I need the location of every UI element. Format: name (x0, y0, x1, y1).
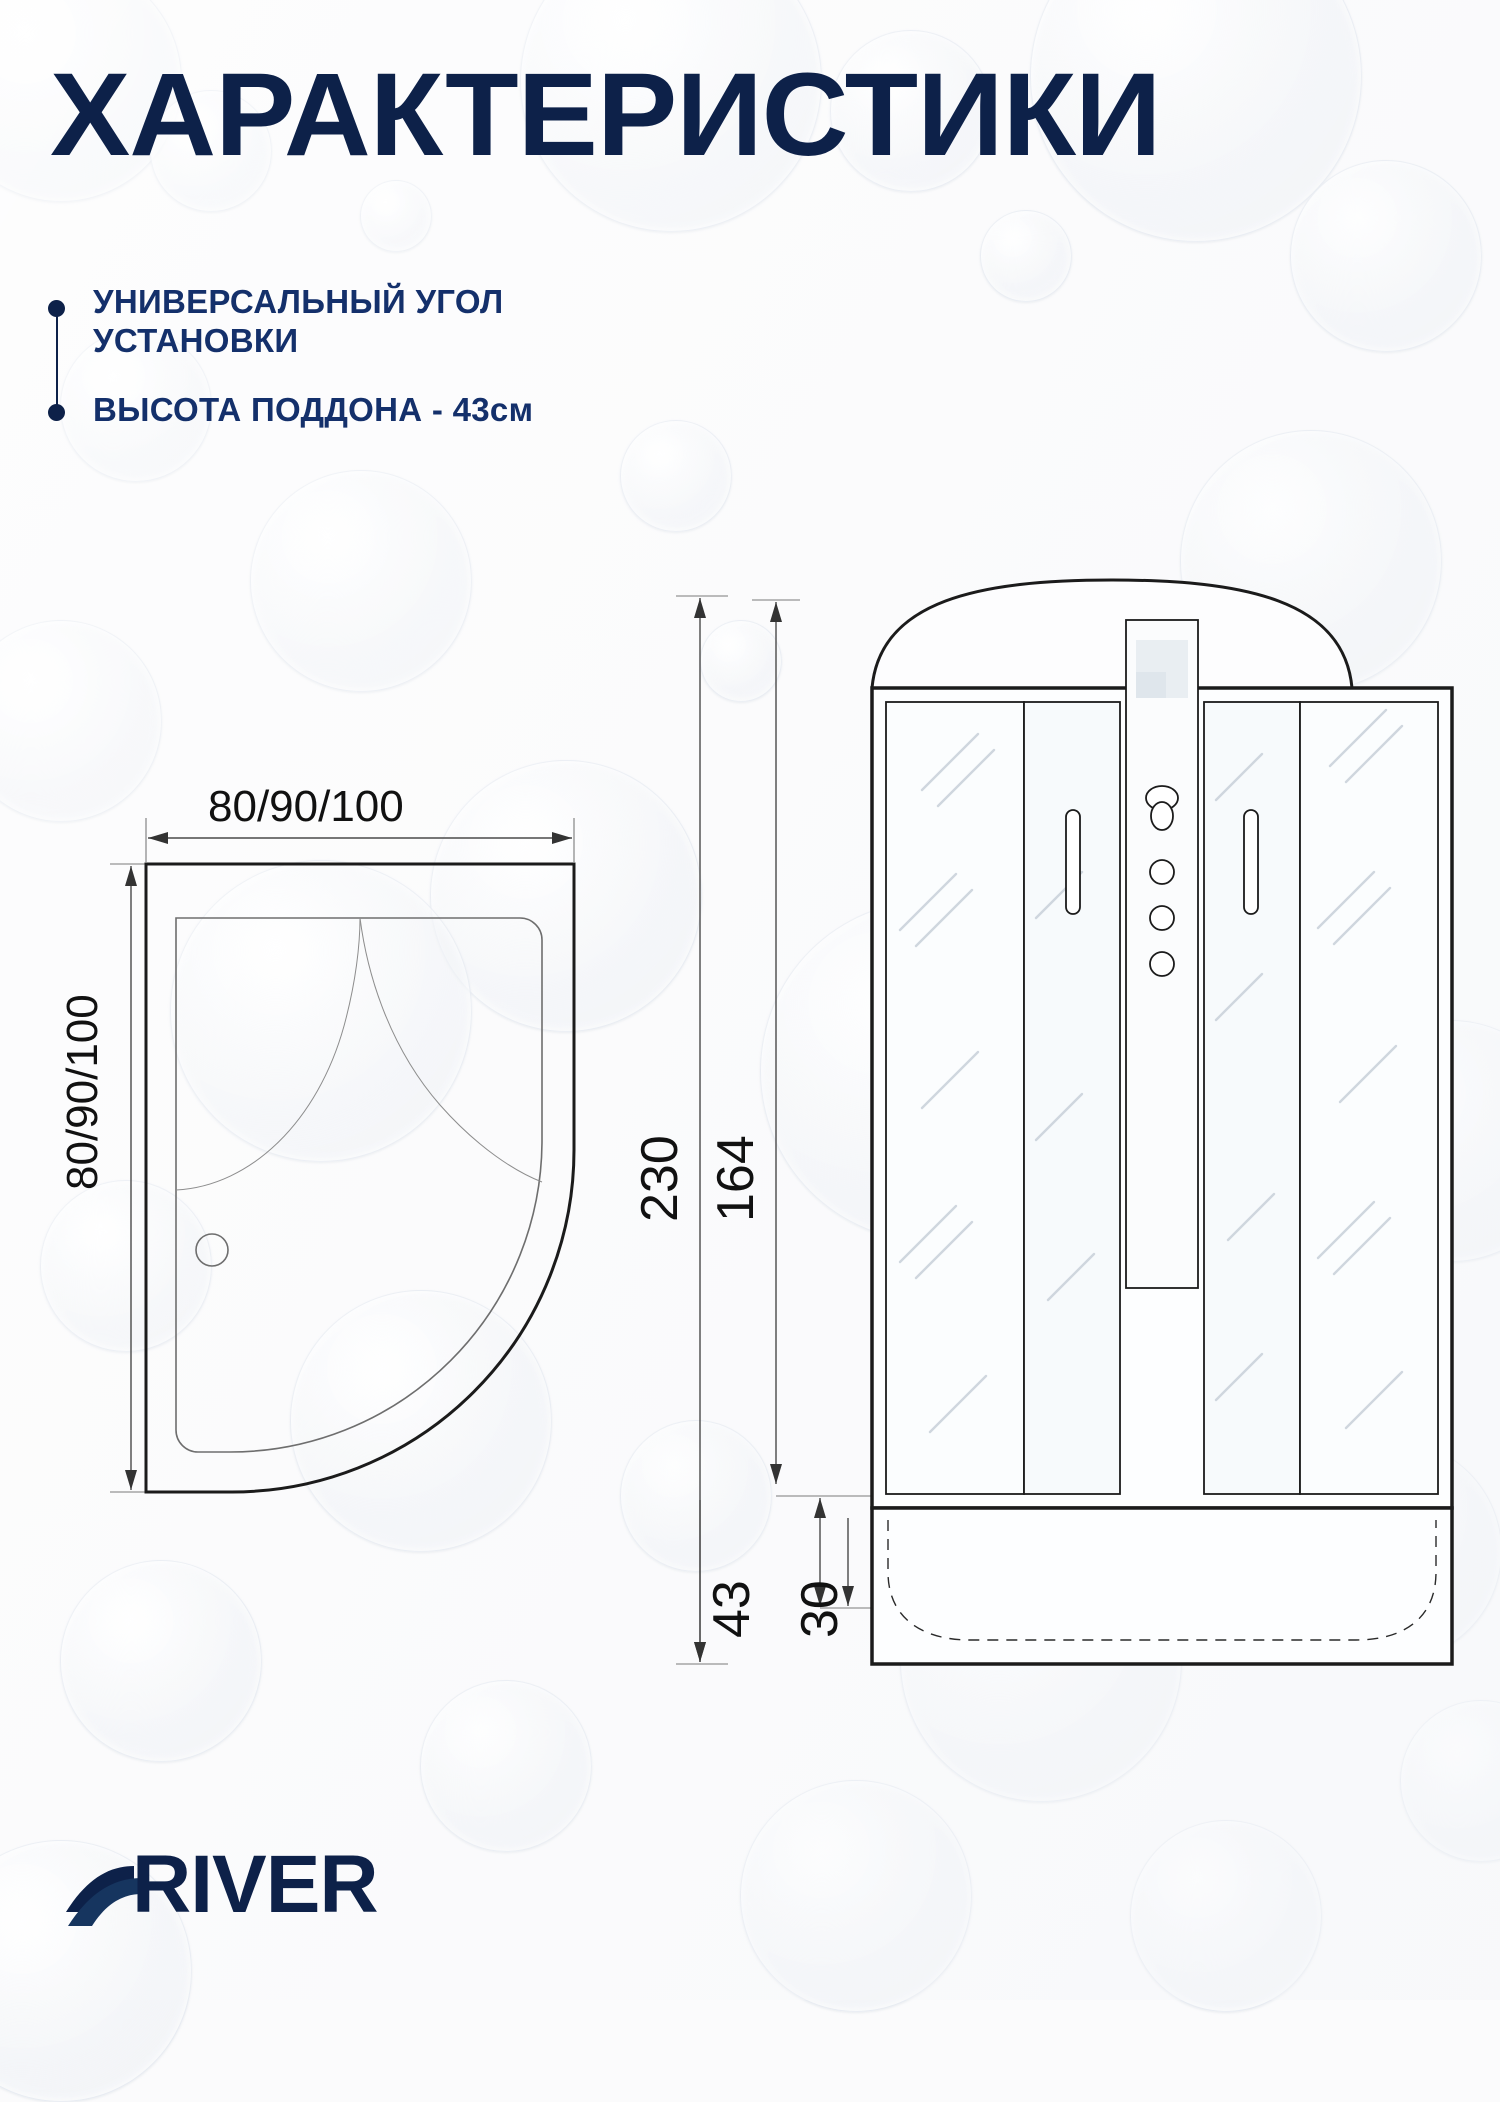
feature-label-1-line2: УСТАНОВКИ (93, 322, 299, 359)
elevation-view-group (676, 578, 1454, 1666)
river-logo-mark (66, 1866, 142, 1926)
dim-label-plan-depth: 80/90/100 (58, 994, 107, 1190)
dim-label-plan-width: 80/90/100 (208, 782, 404, 831)
technical-drawing (110, 578, 1454, 1666)
dim-label-total-height: 230 (631, 1135, 689, 1222)
feature-label-1: УНИВЕРСАЛЬНЫЙ УГОЛ УСТАНОВКИ (93, 282, 503, 360)
feature-label-2: ВЫСОТА ПОДДОНА - 43см (93, 391, 534, 428)
dim-label-cabin-height: 164 (707, 1135, 765, 1222)
dim-label-tray-inner: 30 (791, 1580, 849, 1638)
bullet-connector-line (55, 308, 58, 412)
page-title: ХАРАКТЕРИСТИКИ (50, 49, 1162, 181)
bullet-dot-2 (48, 404, 65, 421)
plan-view-group (110, 818, 576, 1494)
brand-name: RIVER (132, 1839, 379, 1930)
feature-label-1-line1: УНИВЕРСАЛЬНЫЙ УГОЛ (93, 283, 504, 320)
brand-logo: RIVER (60, 1840, 560, 1945)
dim-label-tray-height: 43 (703, 1580, 761, 1638)
